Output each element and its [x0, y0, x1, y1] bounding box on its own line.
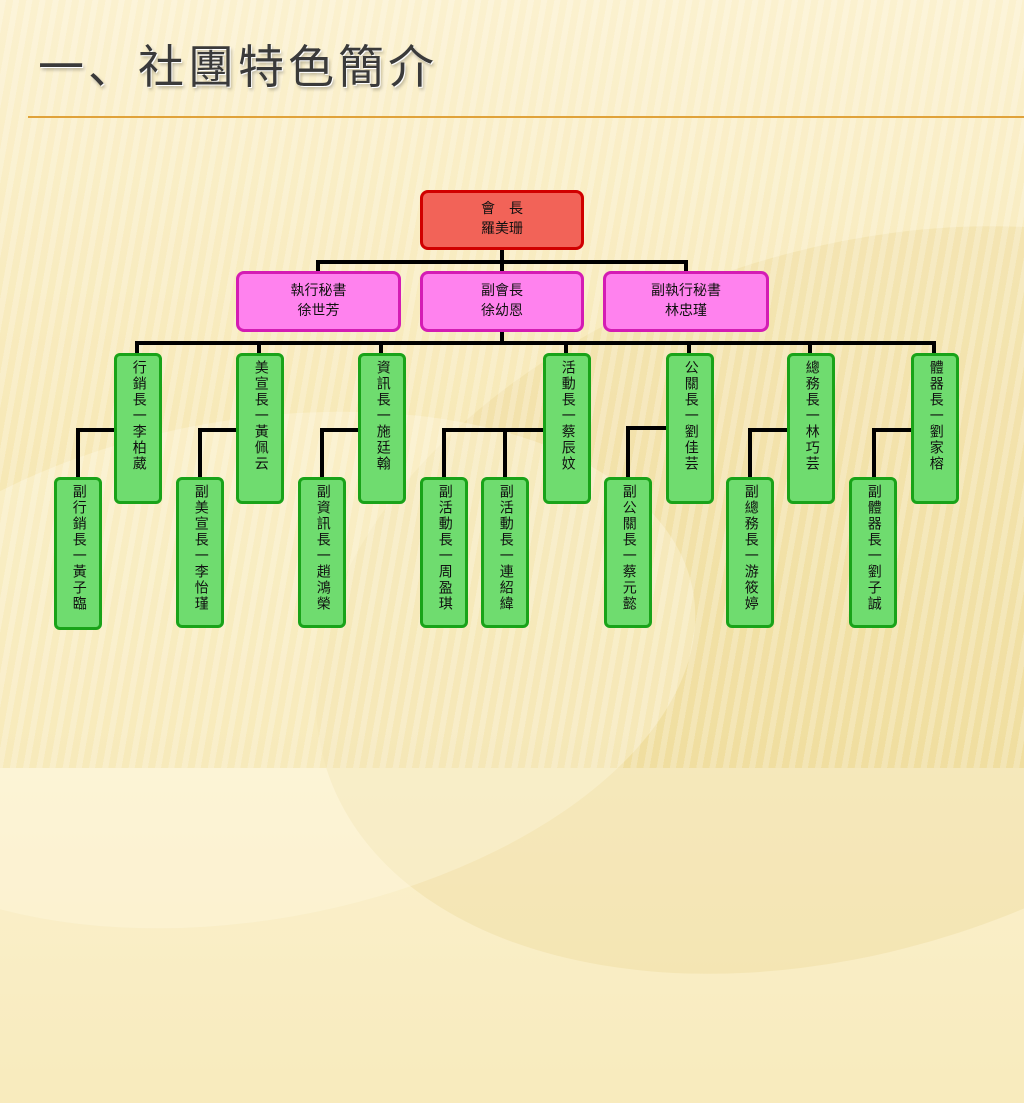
general-affairs-lead-box: 總務長一林巧芸 [787, 353, 835, 504]
deputy-activity-label-2: 副活動長一連紹緯 [497, 484, 514, 612]
marketing-lead-label: 行銷長一李柏葳 [130, 360, 147, 472]
general-affairs-lead-label: 總務長一林巧芸 [803, 360, 820, 472]
deputy-info-box: 副資訊長一趙鴻榮 [298, 477, 346, 628]
marketing-lead-box: 行銷長一李柏葳 [114, 353, 162, 504]
president-name: 羅美珊 [481, 221, 523, 237]
slide-title: 一、社團特色簡介 [38, 40, 438, 94]
vice-president-box: 副會長 徐幼恩 [420, 271, 584, 332]
deputy-equipment-label: 副體器長一劉子誠 [865, 484, 882, 612]
info-lead-box: 資訊長一施廷翰 [358, 353, 406, 504]
pr-lead-label: 公關長一劉佳芸 [682, 360, 699, 472]
deputy-general-affairs-label: 副總務長一游筱婷 [742, 484, 759, 612]
design-lead-box: 美宣長一黃佩云 [236, 353, 284, 504]
activity-lead-box: 活動長一蔡辰妏 [543, 353, 591, 504]
executive-secretary-box: 執行秘書 徐世芳 [236, 271, 401, 332]
executive-secretary-role: 執行秘書 [290, 282, 347, 299]
deputy-info-label: 副資訊長一趙鴻榮 [314, 484, 331, 612]
deputy-general-affairs-box: 副總務長一游筱婷 [726, 477, 774, 628]
vice-president-role: 副會長 [481, 282, 523, 299]
deputy-activity-label-1: 副活動長一周盈琪 [436, 484, 453, 612]
deputy-pr-label: 副公關長一蔡元懿 [620, 484, 637, 612]
connector-president-officers [316, 248, 688, 274]
deputy-activity-box-1: 副活動長一周盈琪 [420, 477, 468, 628]
deputy-executive-secretary-box: 副執行秘書 林忠瑾 [603, 271, 769, 332]
org-chart-connectors [76, 248, 936, 480]
activity-lead-label: 活動長一蔡辰妏 [559, 360, 576, 472]
equipment-lead-label: 體器長一劉家榕 [927, 360, 944, 472]
deputy-marketing-box: 副行銷長一黃子臨 [54, 477, 102, 630]
deputy-design-label: 副美宣長一李怡瑾 [192, 484, 209, 612]
connector-general-deputy [748, 428, 789, 480]
deputy-pr-box: 副公關長一蔡元懿 [604, 477, 652, 628]
deputy-design-box: 副美宣長一李怡瑾 [176, 477, 224, 628]
connector-activity-deputies [442, 428, 545, 480]
deputy-equipment-box: 副體器長一劉子誠 [849, 477, 897, 628]
connector-info-deputy [320, 428, 360, 480]
equipment-lead-box: 體器長一劉家榕 [911, 353, 959, 504]
connector-design-deputy [198, 428, 238, 480]
connector-officers-leads [135, 329, 936, 345]
pr-lead-box: 公關長一劉佳芸 [666, 353, 714, 504]
president-box: 會 長 羅美珊 [420, 190, 584, 250]
executive-secretary-name: 徐世芳 [297, 302, 340, 319]
title-underline [28, 116, 1024, 118]
info-lead-label: 資訊長一施廷翰 [374, 360, 391, 472]
deputy-executive-secretary-role: 副執行秘書 [651, 282, 721, 299]
design-lead-label: 美宣長一黃佩云 [252, 360, 269, 472]
connector-marketing-deputy [76, 428, 116, 480]
deputy-marketing-label: 副行銷長一黃子臨 [70, 484, 87, 612]
connector-pr-deputy [626, 426, 668, 480]
connector-equipment-deputy [872, 428, 913, 480]
deputy-activity-box-2: 副活動長一連紹緯 [481, 477, 529, 628]
connector-lead-drops [135, 341, 936, 356]
deputy-executive-secretary-name: 林忠瑾 [665, 302, 707, 319]
vice-president-name: 徐幼恩 [481, 302, 523, 319]
president-role: 會 長 [481, 201, 523, 218]
